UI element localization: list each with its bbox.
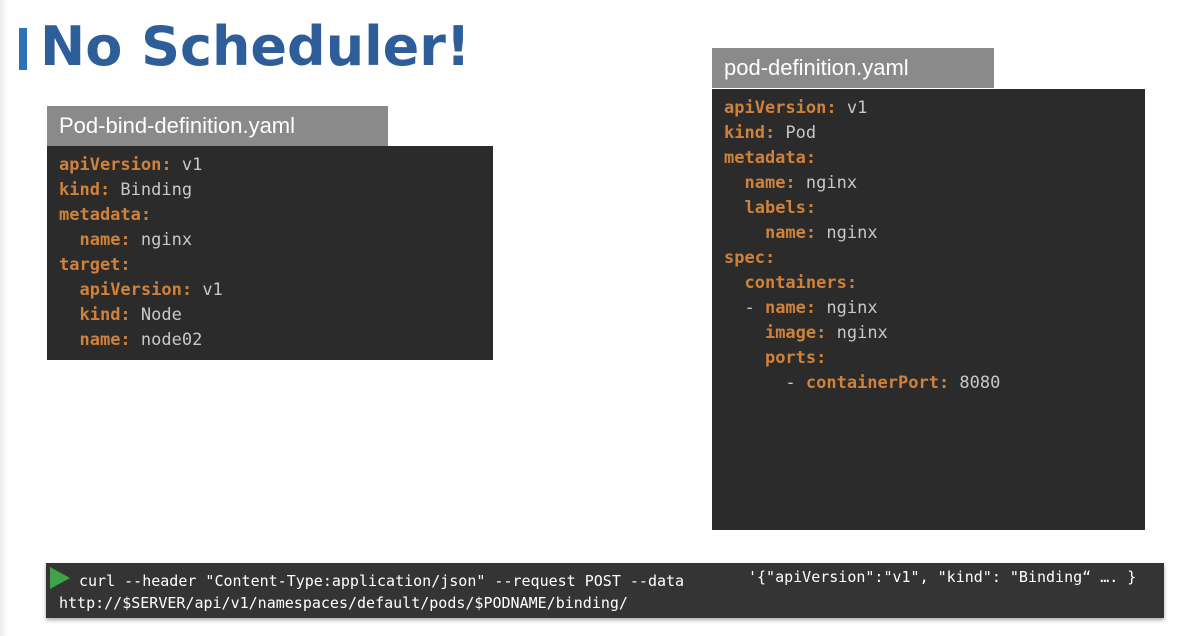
- yaml-line: apiVersion: v1: [724, 96, 1145, 121]
- yaml-indent: [724, 348, 765, 368]
- yaml-value: node02: [130, 330, 203, 350]
- yaml-key: kind:: [724, 123, 776, 143]
- yaml-key: metadata:: [724, 148, 817, 168]
- yaml-line: labels:: [724, 196, 1145, 221]
- yaml-key: apiVersion:: [59, 155, 172, 175]
- yaml-indent: [59, 230, 79, 250]
- yaml-key: spec:: [724, 248, 776, 268]
- yaml-key: image:: [764, 323, 827, 343]
- yaml-key: labels:: [744, 198, 817, 218]
- yaml-line: ports:: [724, 346, 1145, 371]
- yaml-line: - name: nginx: [724, 296, 1145, 321]
- title-accent-bar: [19, 28, 27, 70]
- yaml-value: v1: [171, 155, 203, 175]
- yaml-line: kind: Binding: [59, 178, 493, 203]
- yaml-key: ports:: [764, 348, 827, 368]
- yaml-indent: [59, 330, 79, 350]
- yaml-indent: [724, 223, 765, 243]
- yaml-line: kind: Node: [59, 303, 493, 328]
- yaml-line: - containerPort: 8080: [724, 371, 1145, 396]
- yaml-indent: -: [724, 298, 765, 318]
- yaml-line: apiVersion: v1: [59, 278, 493, 303]
- yaml-key: name:: [764, 298, 817, 318]
- pod-file-tab: pod-definition.yaml: [712, 48, 994, 88]
- yaml-value: nginx: [816, 223, 878, 243]
- yaml-line: metadata:: [724, 146, 1145, 171]
- yaml-key: name:: [79, 330, 131, 350]
- yaml-value: nginx: [816, 298, 878, 318]
- yaml-indent: [59, 305, 79, 325]
- yaml-key: name:: [764, 223, 817, 243]
- curl-command-box: curl --header "Content-Type:application/…: [46, 563, 1164, 618]
- yaml-indent: -: [724, 373, 806, 393]
- slide-title: No Scheduler!: [40, 15, 471, 78]
- slide-edge-shade: [0, 0, 8, 636]
- bind-file-tab: Pod-bind-definition.yaml: [47, 106, 388, 146]
- yaml-line: containers:: [724, 271, 1145, 296]
- yaml-value: Binding: [110, 180, 193, 200]
- yaml-key: apiVersion:: [724, 98, 837, 118]
- yaml-line: name: nginx: [724, 171, 1145, 196]
- yaml-value: v1: [192, 280, 223, 300]
- yaml-line: apiVersion: v1: [59, 153, 493, 178]
- yaml-key: containerPort:: [805, 373, 950, 393]
- yaml-line: image: nginx: [724, 321, 1145, 346]
- yaml-key: kind:: [79, 305, 131, 325]
- yaml-value: 8080: [949, 373, 1001, 393]
- yaml-line: target:: [59, 253, 493, 278]
- yaml-line: name: nginx: [59, 228, 493, 253]
- yaml-key: metadata:: [59, 205, 152, 225]
- yaml-indent: [724, 273, 744, 293]
- yaml-line: name: nginx: [724, 221, 1145, 246]
- yaml-value: nginx: [795, 173, 858, 193]
- yaml-key: containers:: [744, 273, 858, 293]
- yaml-value: nginx: [826, 323, 888, 343]
- yaml-indent: [724, 173, 744, 193]
- yaml-value: Pod: [775, 123, 817, 143]
- yaml-key: name:: [744, 173, 796, 193]
- command-line-1: curl --header "Content-Type:application/…: [79, 572, 685, 590]
- yaml-indent: [724, 198, 744, 218]
- yaml-indent: [724, 323, 765, 343]
- yaml-line: kind: Pod: [724, 121, 1145, 146]
- yaml-line: spec:: [724, 246, 1145, 271]
- yaml-key: apiVersion:: [79, 280, 193, 300]
- yaml-line: name: node02: [59, 328, 493, 353]
- yaml-key: name:: [79, 230, 131, 250]
- yaml-line: metadata:: [59, 203, 493, 228]
- yaml-key: target:: [59, 255, 131, 275]
- yaml-indent: [59, 280, 79, 300]
- play-icon: [50, 567, 70, 589]
- yaml-value: v1: [836, 98, 868, 118]
- command-line-1-tail: '{"apiVersion":"v1", "kind": "Binding“ ……: [748, 568, 1137, 586]
- yaml-value: nginx: [130, 230, 193, 250]
- command-line-2: http://$SERVER/api/v1/namespaces/default…: [59, 594, 628, 612]
- yaml-value: Node: [130, 305, 182, 325]
- yaml-key: kind:: [59, 180, 111, 200]
